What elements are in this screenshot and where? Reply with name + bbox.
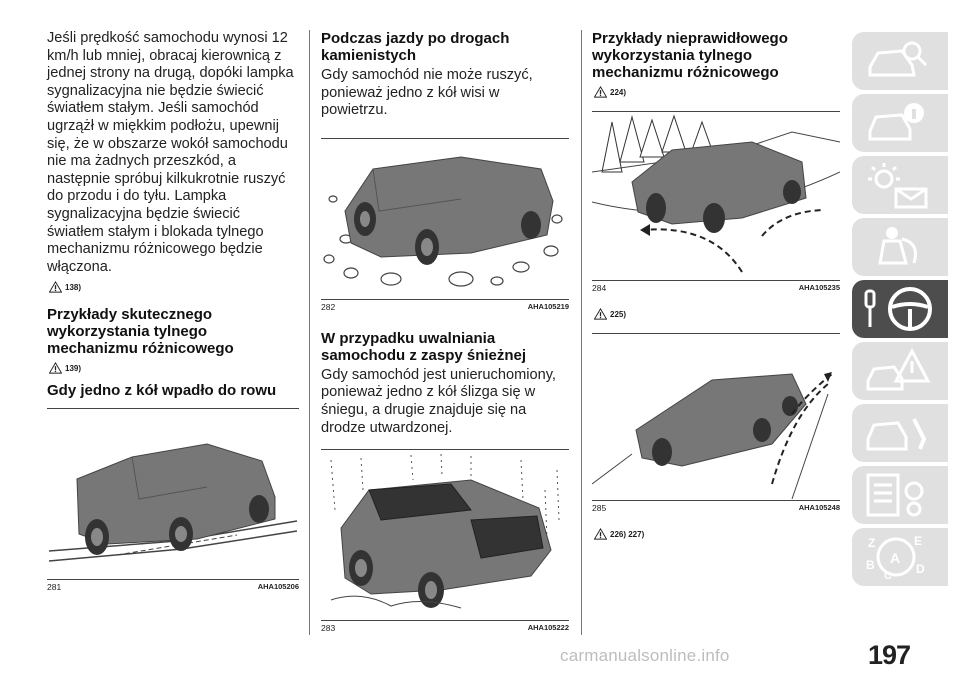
column-1: Jeśli prędkość samochodu wynosi 12 km/h … [47, 30, 299, 592]
warning-note: 139) [49, 361, 299, 375]
figure-reference: AHA105219 [527, 301, 569, 311]
intro-paragraph: Jeśli prędkość samochodu wynosi 12 km/h … [47, 30, 294, 275]
tab-specs[interactable] [852, 466, 948, 524]
warning-note: 138) [49, 280, 299, 294]
illustration-car-in-ditch [48, 443, 298, 563]
column-divider [581, 30, 582, 635]
column-3: Przykłady nieprawidłowego wykorzystania … [591, 30, 841, 541]
road-hazard-icon [866, 347, 931, 391]
warning-icon [49, 281, 62, 293]
figure-reference: AHA105206 [257, 582, 299, 592]
note-ref: 139) [65, 363, 82, 373]
page-number: 197 [868, 640, 911, 670]
figure-reference: AHA105235 [798, 283, 840, 292]
figure-caption: 285 AHA105248 [592, 503, 840, 513]
figure-reference: AHA105248 [798, 503, 840, 512]
tab-safety[interactable] [852, 218, 948, 276]
chapter-tabs: Z E B A D C [852, 32, 952, 590]
car-info-icon [868, 103, 924, 141]
warning-icon [594, 86, 607, 98]
car-service-icon [866, 418, 927, 451]
figure-caption: 282 AHA105219 [321, 302, 569, 312]
figure-number: 284 [592, 283, 607, 293]
figure-number: 281 [47, 582, 62, 593]
figure-284 [591, 111, 841, 281]
warning-icon [594, 528, 607, 540]
illustration-car-in-snow [330, 454, 560, 609]
illustration-car-on-rocks [323, 156, 563, 287]
tab-car-service[interactable] [852, 404, 948, 462]
alphabet-index-icon: Z E B A D C [866, 534, 925, 581]
body-paragraph: Gdy samochód jest unieruchomiony, poniew… [321, 366, 556, 436]
warning-note: 226) 227) [594, 527, 840, 541]
warning-note: 224) [594, 85, 840, 99]
watermark: carmanualsonline.info [560, 646, 730, 665]
tab-car-info[interactable] [852, 94, 948, 152]
figure-caption: 281 AHA105206 [47, 582, 299, 592]
figure-caption: 284 AHA105235 [592, 283, 840, 293]
section-heading: Przykłady nieprawidłowego wykorzystania … [592, 30, 788, 81]
tab-index[interactable]: Z E B A D C [852, 528, 948, 586]
svg-text:A: A [890, 550, 900, 566]
specs-icon [866, 473, 924, 517]
warning-note: 225) [594, 307, 840, 321]
section-heading: Podczas jazdy po drogach kamienistych [321, 30, 510, 64]
section-heading: Przykłady skutecznego wykorzystania tyln… [47, 306, 234, 358]
figure-caption: 283 AHA105222 [321, 623, 569, 633]
column-divider [309, 30, 310, 635]
illustration-car-on-slope [591, 114, 841, 273]
tab-warning-lights[interactable] [852, 156, 948, 214]
note-ref: 225) [610, 309, 627, 319]
tab-road-hazard[interactable] [852, 342, 948, 400]
warning-lights-icon [868, 163, 928, 209]
tab-driving[interactable] [852, 280, 948, 338]
figure-number: 285 [592, 503, 607, 513]
car-search-icon [868, 41, 928, 77]
svg-text:D: D [916, 562, 925, 576]
note-ref: 138) [65, 282, 82, 292]
svg-text:Z: Z [868, 536, 875, 550]
safety-icon [878, 227, 917, 265]
column-2: Podczas jazdy po drogach kamienistych Gd… [321, 30, 569, 633]
steering-wheel-key-icon [864, 287, 932, 331]
figure-number: 282 [321, 301, 336, 312]
body-paragraph: Gdy samochód nie może ruszyć, ponieważ j… [321, 67, 533, 119]
warning-icon [49, 362, 62, 374]
subsection-heading: Gdy jedno z kół wpadło do rowu [47, 382, 277, 400]
figure-283 [321, 449, 569, 622]
warning-icon [594, 308, 607, 320]
section-heading: W przypadku uwalniania samochodu z zaspy… [321, 329, 527, 364]
figure-281 [47, 408, 299, 581]
tab-car-search[interactable] [852, 32, 948, 90]
svg-text:E: E [914, 534, 922, 548]
figure-285 [591, 333, 840, 501]
illustration-car-turning [591, 372, 833, 500]
figure-282 [321, 137, 569, 300]
svg-text:B: B [866, 558, 875, 572]
svg-text:C: C [884, 570, 892, 581]
note-ref: 226) 227) [610, 529, 645, 539]
figure-reference: AHA105222 [527, 623, 569, 633]
note-ref: 224) [610, 87, 627, 97]
figure-number: 283 [321, 623, 336, 634]
